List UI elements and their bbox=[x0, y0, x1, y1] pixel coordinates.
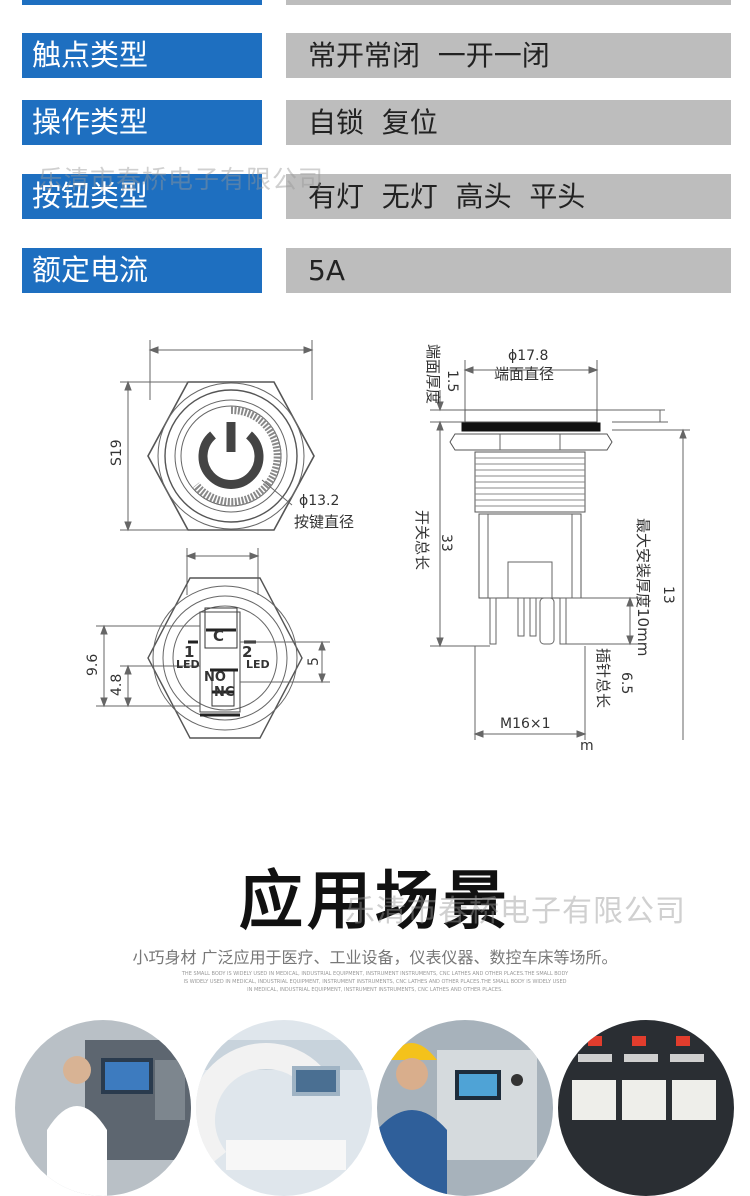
front-view bbox=[120, 340, 315, 532]
photo-cnc-operator bbox=[15, 1020, 191, 1196]
terminal-c: C bbox=[213, 627, 224, 645]
dim-d17-8-label: 端面直径 bbox=[494, 365, 554, 383]
terminal-2: 2 bbox=[242, 643, 252, 661]
application-heading: 应用场景 bbox=[239, 865, 511, 939]
dim-1-5: 1.5 bbox=[444, 370, 460, 392]
unit-mark: m bbox=[580, 738, 594, 754]
application-subtitle: 小巧身材 广泛应用于医疗、工业设备，仪表仪器、数控车床等场所。 bbox=[132, 948, 618, 967]
photo-industrial-panel bbox=[377, 1020, 553, 1196]
photo-medical-equipment bbox=[196, 1020, 372, 1196]
spec-value: 有灯 无灯 高头 平头 bbox=[286, 174, 731, 219]
terminal-no: NO bbox=[204, 670, 226, 685]
fineprint-line: IS WIDELY USED IN MEDICAL, INDUSTRIAL EQ… bbox=[183, 979, 567, 985]
spec-row-contact-type: 触点类型 常开常闭 一开一闭 bbox=[22, 33, 731, 78]
fineprint-line: THE SMALL BODY IS WIDELY USED IN MEDICAL… bbox=[181, 971, 569, 977]
application-watermark: 乐清市春桥电子有限公司 bbox=[345, 894, 686, 929]
dim-6-5: 6.5 bbox=[618, 672, 634, 694]
max-install-label: 最大安装厚度10mm bbox=[634, 518, 652, 656]
dim-d17-8: ϕ17.8 bbox=[508, 348, 548, 364]
top-strip-value bbox=[286, 0, 731, 5]
photo-instrument-gauges bbox=[558, 1020, 734, 1196]
dim-d13-2: ϕ13.2 bbox=[299, 493, 339, 509]
power-icon bbox=[192, 405, 282, 506]
fineprint-line: IN MEDICAL, INDUSTRIAL EQUIPMENT, INSTRU… bbox=[247, 987, 503, 993]
dim-13: 13 bbox=[660, 586, 676, 604]
spec-value: 自锁 复位 bbox=[286, 100, 731, 145]
terminal-view bbox=[96, 548, 330, 739]
dim-5: 5 bbox=[306, 657, 322, 666]
dim-9-6: 9.6 bbox=[85, 654, 101, 676]
top-strip-label bbox=[22, 0, 262, 5]
technical-drawing: S19 ϕ13.2 按键直径 C 1 2 LED LED NO NC 9.6 4… bbox=[85, 340, 690, 754]
spec-label: 操作类型 bbox=[22, 100, 262, 145]
spec-value: 5A bbox=[286, 248, 731, 293]
terminal-nc: NC bbox=[214, 685, 234, 700]
watermark-text: 乐清市春桥电子有限公司 bbox=[38, 165, 325, 194]
spec-value: 常开常闭 一开一闭 bbox=[286, 33, 731, 78]
spec-label: 额定电流 bbox=[22, 248, 262, 293]
dim-d13-2-label: 按键直径 bbox=[294, 513, 354, 531]
spec-row-rated-current: 额定电流 5A bbox=[22, 248, 731, 293]
dim-s19: S19 bbox=[109, 439, 125, 466]
pin-length-label: 插针总长 bbox=[594, 648, 612, 708]
terminal-led-left: LED bbox=[176, 658, 200, 671]
spec-row-operation-type: 操作类型 自锁 复位 bbox=[22, 100, 731, 145]
length-label: 开关总长 bbox=[413, 510, 431, 570]
terminal-led-right: LED bbox=[246, 658, 270, 671]
dim-4-8: 4.8 bbox=[109, 674, 125, 696]
spec-label: 按钮类型 bbox=[22, 174, 262, 219]
thread-spec: M16×1 bbox=[500, 716, 551, 732]
face-thickness-label: 端面厚度 bbox=[424, 344, 442, 404]
terminal-1: 1 bbox=[184, 643, 194, 661]
dim-33: 33 bbox=[438, 534, 454, 552]
side-view bbox=[430, 360, 690, 740]
spec-row-button-type: 按钮类型 有灯 无灯 高头 平头 bbox=[22, 174, 731, 219]
spec-label: 触点类型 bbox=[22, 33, 262, 78]
